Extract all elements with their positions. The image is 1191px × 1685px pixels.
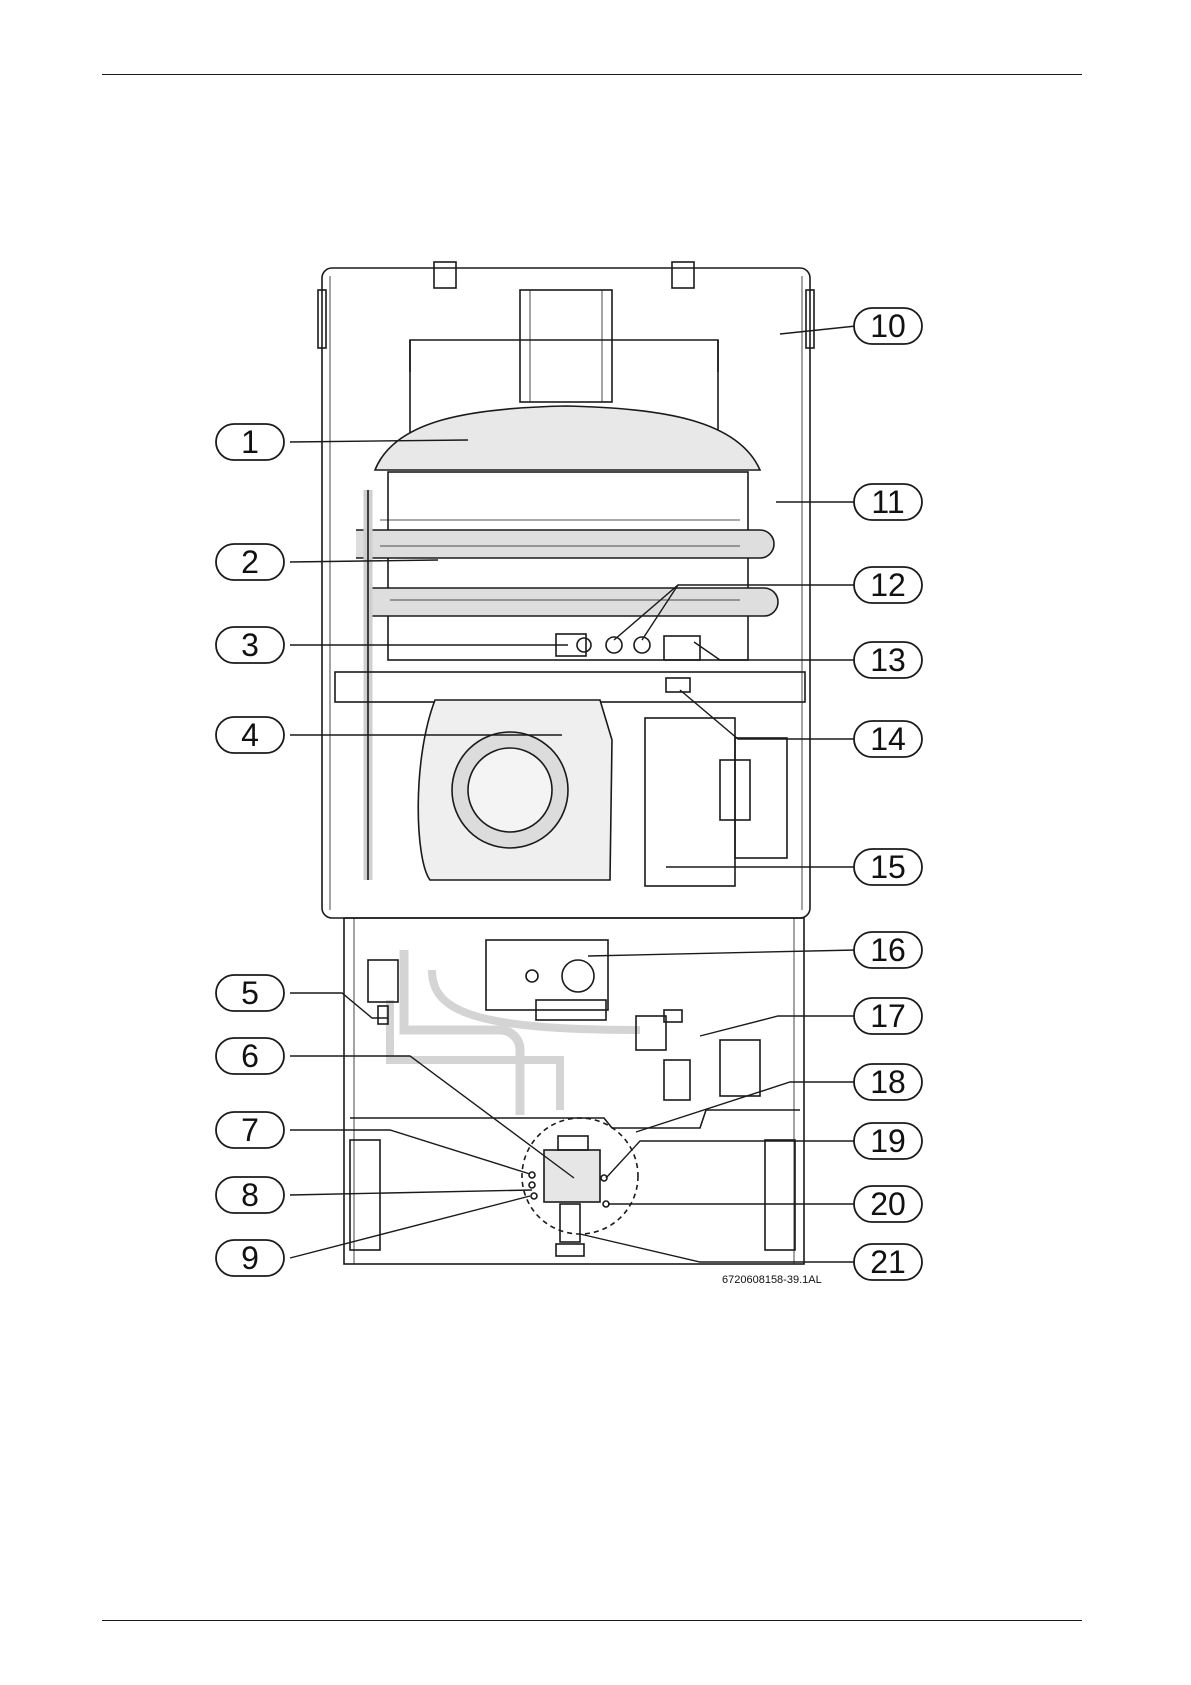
callout-19: 19	[854, 1123, 922, 1159]
callout-label: 13	[870, 642, 906, 678]
leader-21	[580, 1234, 856, 1262]
callout-label: 21	[870, 1244, 906, 1280]
callout-5: 5	[216, 975, 284, 1011]
callout-label: 2	[241, 544, 259, 580]
callout-label: 19	[870, 1123, 906, 1159]
callout-1: 1	[216, 424, 284, 460]
callout-label: 5	[241, 975, 259, 1011]
callout-13: 13	[854, 642, 922, 678]
callout-label: 7	[241, 1112, 259, 1148]
leader-2	[290, 560, 438, 562]
callout-18: 18	[854, 1064, 922, 1100]
appliance-drawing	[318, 262, 814, 1264]
callout-label: 12	[870, 567, 906, 603]
callout-15: 15	[854, 849, 922, 885]
callout-11: 11	[854, 484, 922, 520]
leader-6	[290, 1056, 574, 1178]
callout-label: 18	[870, 1064, 906, 1100]
leader-18	[636, 1082, 856, 1132]
callout-6: 6	[216, 1038, 284, 1074]
callout-label: 8	[241, 1177, 259, 1213]
callout-label: 4	[241, 717, 259, 753]
leader-19	[606, 1141, 856, 1178]
leader-14	[680, 690, 856, 739]
callout-label: 20	[870, 1186, 906, 1222]
leader-5	[290, 993, 388, 1018]
callout-label: 17	[870, 998, 906, 1034]
callout-3: 3	[216, 627, 284, 663]
callout-21: 21	[854, 1244, 922, 1280]
callout-label: 14	[870, 721, 906, 757]
callout-12: 12	[854, 567, 922, 603]
callout-9: 9	[216, 1240, 284, 1276]
callout-label: 9	[241, 1240, 259, 1276]
callout-2: 2	[216, 544, 284, 580]
leader-13	[694, 642, 856, 660]
callout-label: 6	[241, 1038, 259, 1074]
callout-16: 16	[854, 932, 922, 968]
callout-7: 7	[216, 1112, 284, 1148]
leader-10	[780, 326, 856, 334]
callout-label: 10	[870, 308, 906, 344]
callout-label: 16	[870, 932, 906, 968]
callout-label: 11	[871, 484, 904, 520]
callout-20: 20	[854, 1186, 922, 1222]
leader-16	[588, 950, 856, 956]
leader-17	[700, 1016, 856, 1036]
callout-10: 10	[854, 308, 922, 344]
leader-7	[290, 1130, 530, 1174]
callout-label: 1	[241, 424, 259, 460]
callout-label: 3	[241, 627, 259, 663]
leader-8	[290, 1190, 532, 1195]
figure-doc-code: 6720608158-39.1AL	[722, 1274, 822, 1286]
callout-8: 8	[216, 1177, 284, 1213]
callout-17: 17	[854, 998, 922, 1034]
callout-4: 4	[216, 717, 284, 753]
leader-9	[290, 1196, 530, 1258]
callout-14: 14	[854, 721, 922, 757]
callout-label: 15	[870, 849, 906, 885]
